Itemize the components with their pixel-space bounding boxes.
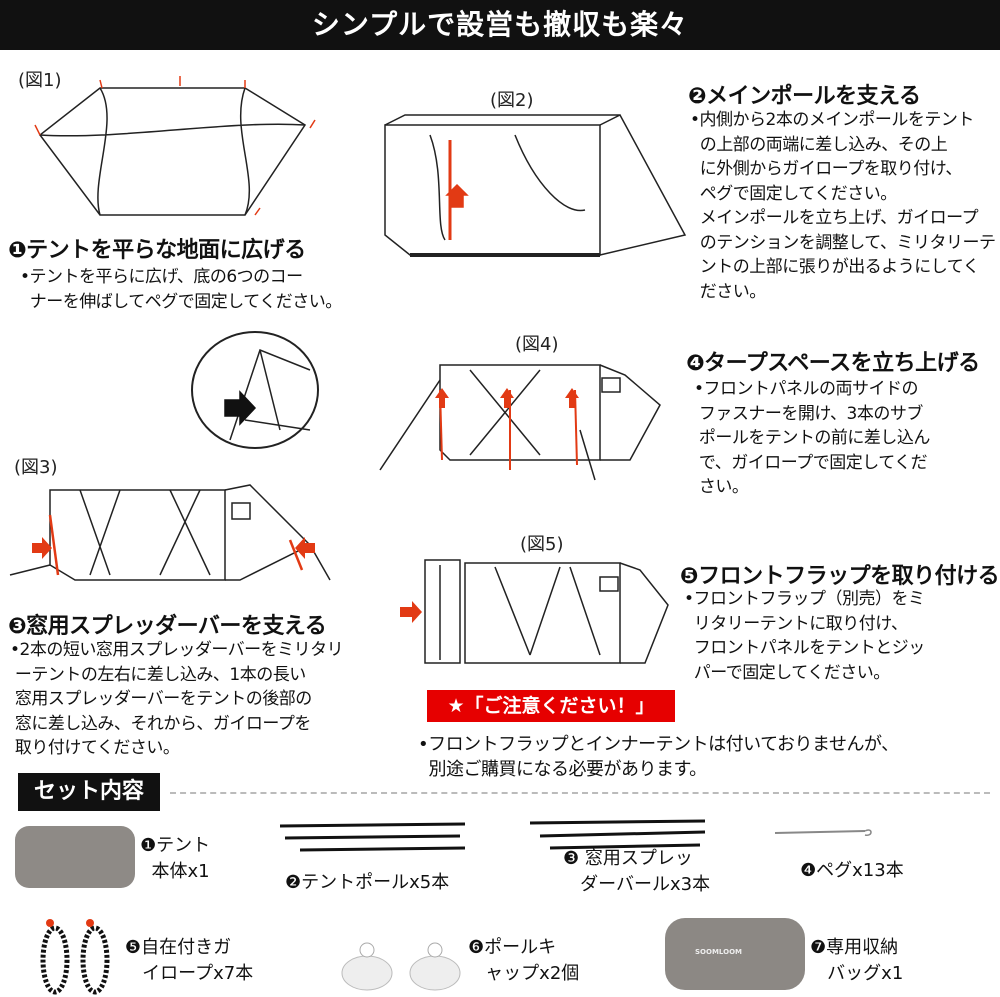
banner-title: シンプルで設営も撤収も楽々 (0, 0, 1000, 50)
storage-bag-image: SOOMLOOM (665, 918, 805, 990)
step-1-body: •テントを平らに広げ、底の6つのコー ナーを伸ばしてペグで固定してください。 (20, 267, 342, 312)
peg-image (774, 829, 872, 836)
divider (170, 792, 990, 794)
tent-front-flap-illustration (400, 559, 669, 664)
figure-4-label: (図4) (515, 334, 559, 355)
figure-5-label: (図5) (520, 534, 564, 555)
step-4-body: •フロントパネルの両サイドの ファスナーを開け、3本のサブ ポールをテントの前に… (694, 379, 930, 497)
spreader-bars-image (529, 819, 706, 850)
figure-1-label: (図1) (18, 70, 62, 91)
pole-caps-image (341, 942, 461, 991)
set-item-poles: ❷テントポールx5本 (285, 872, 450, 893)
guy-ropes-image (40, 919, 110, 995)
set-item-storage-bag: ❼専用収納 バッグx1 (810, 937, 904, 984)
set-item-tent: ❶テント 本体x1 (140, 835, 211, 882)
detail-zoom-circle (191, 331, 319, 449)
tent-poles-image (279, 822, 466, 852)
tent-spreader-bar-illustration (9, 484, 331, 581)
step-4-heading: ❹タープスペースを立ち上げる (686, 351, 980, 376)
step-3-heading: ❸窓用スプレッダーバーを支える (8, 614, 327, 639)
tent-body-image (15, 826, 135, 888)
step-1-heading: ❶テントを平らな地面に広げる (8, 238, 306, 263)
step-5-heading: ❺フロントフラップを取り付ける (680, 564, 1000, 589)
set-item-spreader-bars: ❸ 窓用スプレッ ダーバールx3本 (563, 848, 711, 895)
figure-3-label: (図3) (14, 457, 58, 478)
set-contents-title: セット内容 (18, 773, 160, 811)
figure-2-label: (図2) (490, 90, 534, 111)
step-3-body: •2本の短い窓用スプレッダーバーをミリタリ ーテントの左右に差し込み、1本の長い… (10, 640, 344, 758)
notice-text: •フロントフラップとインナーテントは付いておりませんが、 別途ご購買になる必要が… (418, 734, 899, 780)
tent-tarp-space-illustration (379, 364, 661, 481)
notice-badge: ★「ご注意ください！」 (427, 690, 675, 722)
set-item-pegs: ❹ペグx13本 (800, 860, 904, 881)
bag-logo: SOOMLOOM (695, 948, 742, 956)
tent-main-pole-illustration (384, 114, 687, 257)
step-5-body: •フロントフラップ（別売）をミ リタリーテントに取り付け、 フロントパネルをテン… (684, 589, 925, 683)
set-item-pole-caps: ❻ポールキ ャップx2個 (468, 937, 580, 984)
step-2-heading: ❷メインポールを支える (688, 84, 921, 109)
set-item-guy-ropes: ❺自在付きガ イロープx7本 (125, 937, 254, 984)
tent-flat-illustration (34, 76, 316, 216)
step-2-body: •内側から2本のメインポールをテント の上部の両端に差し込み、その上 に外側から… (690, 110, 996, 302)
